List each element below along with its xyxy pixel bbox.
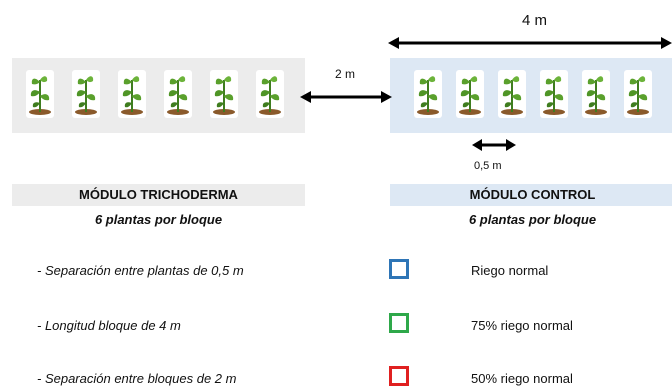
seedling-icon: [498, 70, 526, 118]
seedling-icon: [26, 70, 54, 118]
seedling-icon: [456, 70, 484, 118]
note-plant-spacing: - Separación entre plantas de 0,5 m: [37, 263, 244, 278]
legend-label-50: 50% riego normal: [471, 371, 573, 386]
block-gap-label: 2 m: [335, 67, 356, 81]
plant-spacing-arrow: [472, 139, 516, 151]
control-block: [390, 58, 672, 133]
seedling-icon: [414, 70, 442, 118]
block-length-label: 4 m: [522, 12, 548, 29]
legend-label-normal: Riego normal: [471, 263, 549, 278]
seedling-icon: [582, 70, 610, 118]
legend-swatch-50: [389, 366, 409, 386]
seedling-icon: [72, 70, 100, 118]
seedling-icon: [164, 70, 192, 118]
legend-label-75: 75% riego normal: [471, 318, 573, 333]
trichoderma-block: [12, 58, 305, 133]
block-gap-arrow: [300, 91, 392, 103]
seedling-icon: [118, 70, 146, 118]
legend-swatch-normal: [389, 259, 409, 279]
seedling-icon: [624, 70, 652, 118]
legend-swatch-75: [389, 313, 409, 333]
block-length-arrow: [388, 37, 672, 49]
control-title: MÓDULO CONTROL: [390, 184, 672, 206]
plant-spacing-label: 0,5 m: [474, 160, 502, 172]
seedling-icon: [540, 70, 568, 118]
note-block-gap: - Separación entre bloques de 2 m: [37, 371, 237, 386]
control-subtitle: 6 plantas por bloque: [468, 212, 597, 227]
note-block-length: - Longitud bloque de 4 m: [37, 318, 181, 333]
seedling-icon: [256, 70, 284, 118]
trichoderma-title: MÓDULO TRICHODERMA: [12, 184, 305, 206]
seedling-icon: [210, 70, 238, 118]
trichoderma-subtitle: 6 plantas por bloque: [94, 212, 223, 227]
